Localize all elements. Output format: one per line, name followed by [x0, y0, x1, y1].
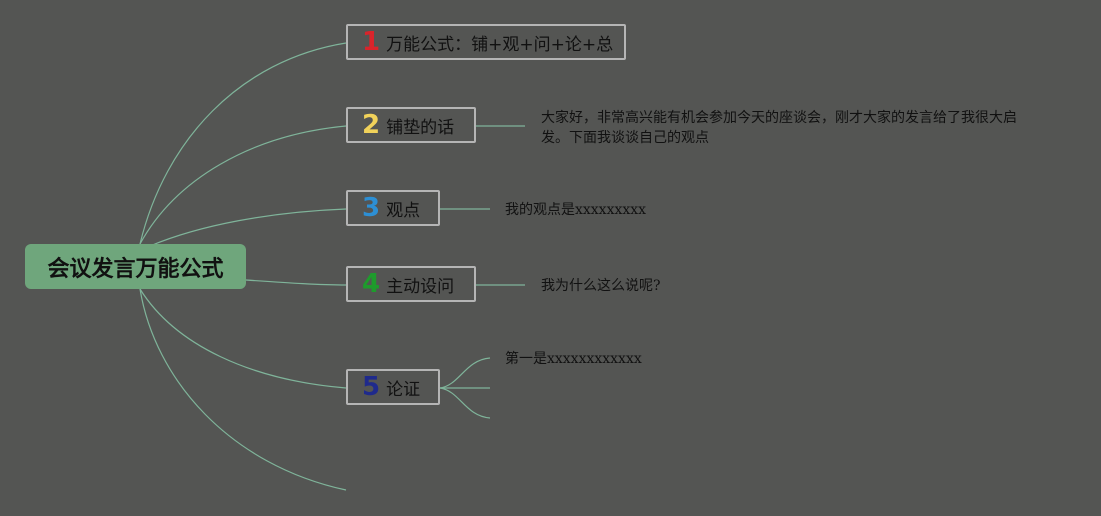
connector-topic-4	[245, 279, 347, 286]
note-topic-4[interactable]: 我为什么这么说呢?	[541, 278, 661, 294]
root-topic-label: 会议发言万能公式	[47, 256, 224, 282]
topic-4[interactable]: 4 主动设问	[346, 266, 476, 302]
connector-sub-5c	[439, 387, 491, 419]
topic-5-number: 5	[362, 372, 381, 402]
topic-4-label: 主动设问	[386, 276, 455, 297]
topic-1-number: 1	[362, 27, 381, 57]
connector-topic-1	[139, 42, 347, 245]
connector-topic-5	[139, 288, 347, 389]
topic-2-label: 铺垫的话	[386, 117, 455, 138]
topic-1-label: 万能公式：铺+观+问+论+总	[386, 34, 614, 55]
note-topic-2[interactable]: 大家好，非常高兴能有机会参加今天的座谈会，刚才大家的发言给了我很大启发。下面我谈…	[541, 110, 1017, 146]
connector-topic-2	[139, 125, 347, 245]
root-topic[interactable]: 会议发言万能公式	[25, 244, 246, 289]
topic-4-number: 4	[362, 269, 381, 299]
connector-topic-6	[139, 288, 347, 491]
topic-3-label: 观点	[386, 200, 421, 221]
connector-topic-3	[149, 208, 347, 247]
topic-2[interactable]: 2 铺垫的话	[346, 107, 476, 143]
topic-1[interactable]: 1 万能公式：铺+观+问+论+总	[346, 24, 626, 60]
note-topic-5-first[interactable]: 第一是xxxxxxxxxxxx	[505, 351, 642, 367]
topic-3-number: 3	[362, 193, 381, 223]
topic-3[interactable]: 3 观点	[346, 190, 440, 226]
note-topic-3[interactable]: 我的观点是xxxxxxxxx	[505, 202, 647, 218]
topic-5-label: 论证	[386, 379, 421, 400]
topic-5[interactable]: 5 论证	[346, 369, 440, 405]
connector-sub-5a	[439, 357, 491, 389]
topic-2-number: 2	[362, 110, 381, 140]
